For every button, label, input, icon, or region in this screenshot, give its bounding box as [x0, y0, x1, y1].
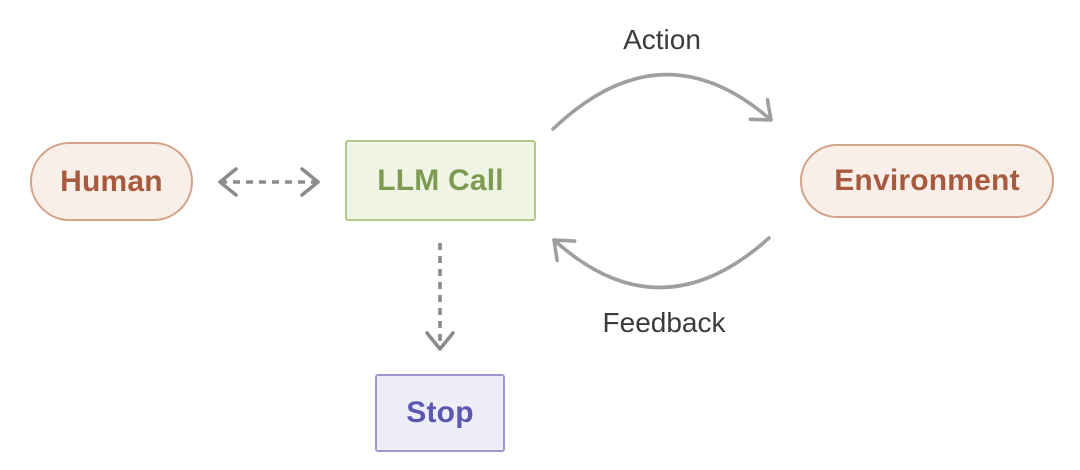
action-curve-arrow [551, 72, 773, 131]
action-edge-label: Action [623, 24, 701, 55]
feedback-edge-label: Feedback [602, 307, 726, 338]
node-human: Human [30, 142, 193, 221]
node-environment: Environment [800, 144, 1054, 218]
node-stop: Stop [375, 374, 505, 452]
node-llm-call: LLM Call [345, 140, 536, 221]
feedback-curve-arrow [552, 236, 771, 290]
